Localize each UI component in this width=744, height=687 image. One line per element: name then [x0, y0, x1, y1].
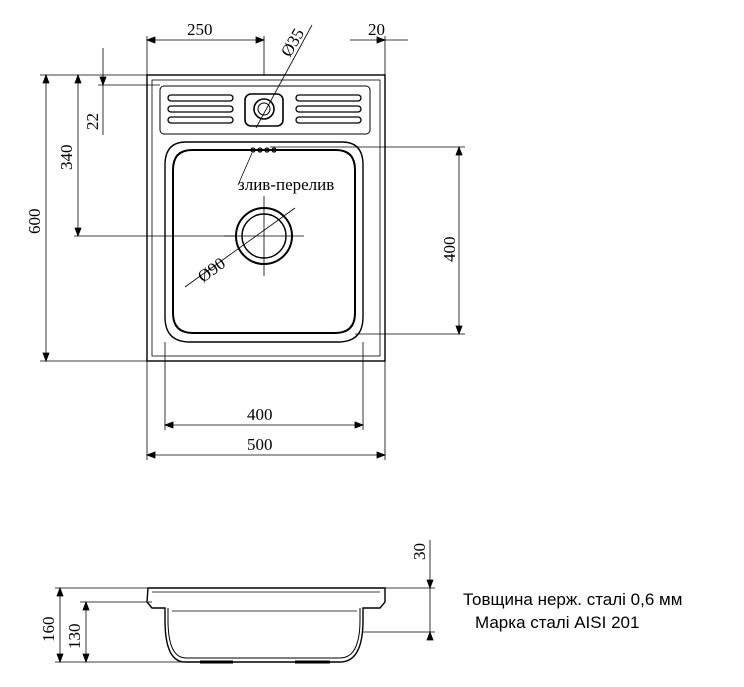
- overflow-slots: [250, 147, 277, 153]
- steel-grade-note: Марка сталі AISI 201: [475, 613, 640, 632]
- dim-340: 340: [57, 145, 76, 171]
- dim-20: 20: [368, 20, 385, 39]
- vent-slots-left: [167, 94, 234, 124]
- overflow-drain-label: злив-перелив: [238, 175, 334, 194]
- dimension-lines-side: [55, 540, 435, 664]
- overflow-hole: [244, 93, 284, 127]
- dim-250: 250: [187, 20, 213, 39]
- sink-side-view: [146, 587, 386, 664]
- dim-drain-diameter: Ø90: [194, 254, 229, 287]
- dim-600: 600: [25, 209, 44, 235]
- sink-outline: [146, 74, 386, 362]
- dim-30: 30: [410, 543, 429, 560]
- sink-top-view: [146, 74, 386, 362]
- dimension-labels: 250 20 Ø35 600 340 22 400 злив-перелив Ø…: [25, 20, 459, 649]
- dim-22: 22: [83, 113, 102, 130]
- dim-130: 130: [65, 624, 84, 650]
- steel-thickness-note: Товщина нерж. сталі 0,6 мм: [463, 590, 683, 609]
- dim-overflow-diameter: Ø35: [277, 25, 308, 60]
- dim-400-vertical: 400: [440, 237, 459, 263]
- dim-500: 500: [247, 435, 273, 454]
- bowl-outline: [164, 141, 364, 343]
- dimension-lines-top: [40, 24, 465, 460]
- drain-hole: [224, 196, 304, 276]
- dim-160: 160: [39, 617, 58, 643]
- vent-slots-right: [295, 94, 362, 124]
- dim-400-horizontal: 400: [247, 405, 273, 424]
